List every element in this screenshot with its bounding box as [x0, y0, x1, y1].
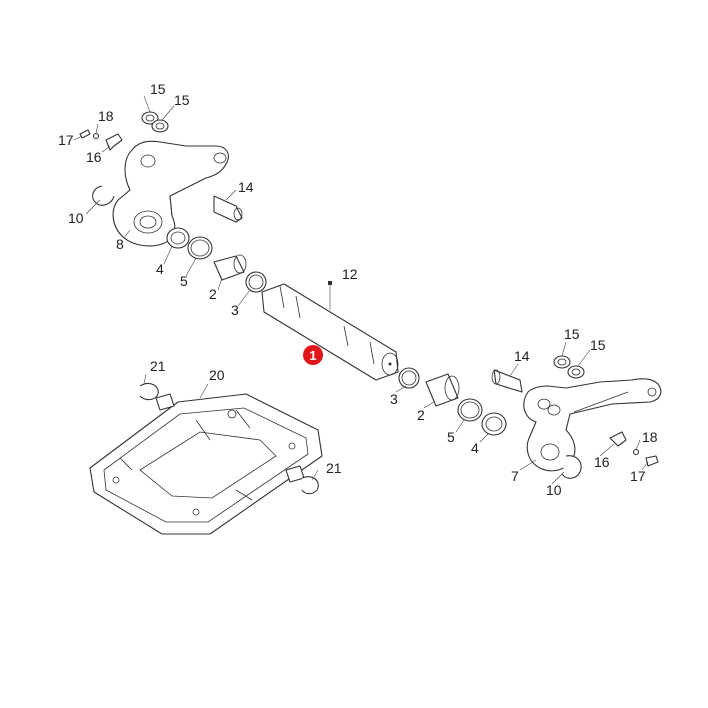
circlip-10-left[interactable] — [92, 185, 115, 206]
callout-21-upper: 21 — [150, 358, 166, 374]
bolt-17-left[interactable] — [79, 129, 91, 139]
leader-lines — [73, 95, 649, 485]
bushing-4-right[interactable] — [481, 412, 507, 436]
bushing-4-left[interactable] — [166, 227, 190, 249]
callout-15-right-b: 15 — [590, 337, 606, 353]
housing-cover-20[interactable] — [89, 393, 323, 535]
callout-5-left: 5 — [180, 273, 188, 289]
main-shaft[interactable] — [261, 283, 399, 381]
callout-10-right: 10 — [546, 482, 562, 498]
clip-16-left[interactable] — [105, 133, 123, 151]
callout-16-left: 16 — [86, 149, 102, 165]
lift-arm-right[interactable] — [523, 378, 662, 472]
callout-10-left: 10 — [68, 210, 84, 226]
housing-pin-21-upper[interactable] — [155, 393, 175, 411]
sleeve-2-right[interactable] — [425, 373, 459, 407]
nut-18-right[interactable] — [632, 448, 640, 456]
left-lift-arm-group — [79, 111, 267, 293]
callout-3-right: 3 — [390, 391, 398, 407]
clip-16-right[interactable] — [609, 431, 627, 447]
callout-17-left: 17 — [58, 132, 74, 148]
callout-2-right: 2 — [417, 407, 425, 423]
callout-5-right: 5 — [447, 429, 455, 445]
circlip-21-lower[interactable] — [301, 476, 319, 495]
housing-group — [89, 383, 323, 535]
callout-4-right: 4 — [471, 440, 479, 456]
callout-15-top-b: 15 — [174, 92, 190, 108]
circlip-10-right[interactable] — [561, 455, 582, 479]
circlip-21-upper[interactable] — [139, 383, 159, 401]
pin-right[interactable] — [493, 369, 523, 393]
sleeve-2-left[interactable] — [213, 255, 245, 281]
grease-fitting-12[interactable] — [328, 281, 332, 285]
callout-14-left: 14 — [238, 179, 254, 195]
highlight-badge-label: 1 — [309, 348, 316, 363]
highlight-badge[interactable]: 1 — [303, 345, 323, 365]
lift-arm-left[interactable] — [112, 140, 229, 247]
callout-7: 7 — [511, 468, 519, 484]
callout-18-left: 18 — [98, 108, 114, 124]
callout-15-top-a: 15 — [150, 81, 166, 97]
shaft-group — [261, 281, 399, 381]
highlight-badge-circle — [303, 345, 323, 365]
callout-18-right: 18 — [642, 429, 658, 445]
callout-15-right-a: 15 — [564, 326, 580, 342]
callout-4-left: 4 — [156, 261, 164, 277]
washer-15b-left[interactable] — [151, 119, 169, 133]
callout-16-right: 16 — [594, 454, 610, 470]
callout-21-lower: 21 — [326, 460, 342, 476]
callout-labels: 15 15 18 17 16 14 10 8 4 5 2 3 12 15 15 … — [58, 81, 658, 498]
callout-3-left: 3 — [231, 302, 239, 318]
bolt-17-right[interactable] — [645, 455, 659, 467]
callout-2-left: 2 — [209, 286, 217, 302]
callout-12: 12 — [342, 266, 358, 282]
callout-8: 8 — [116, 236, 124, 252]
pin-left[interactable] — [213, 195, 243, 223]
washer-15b-right[interactable] — [567, 365, 585, 379]
right-lift-arm-group — [398, 355, 662, 479]
callout-14-right: 14 — [514, 348, 530, 364]
callout-17-right: 17 — [630, 468, 646, 484]
nut-18-left[interactable] — [92, 132, 100, 140]
callout-20: 20 — [209, 367, 225, 383]
washer-15a-right[interactable] — [553, 355, 571, 369]
